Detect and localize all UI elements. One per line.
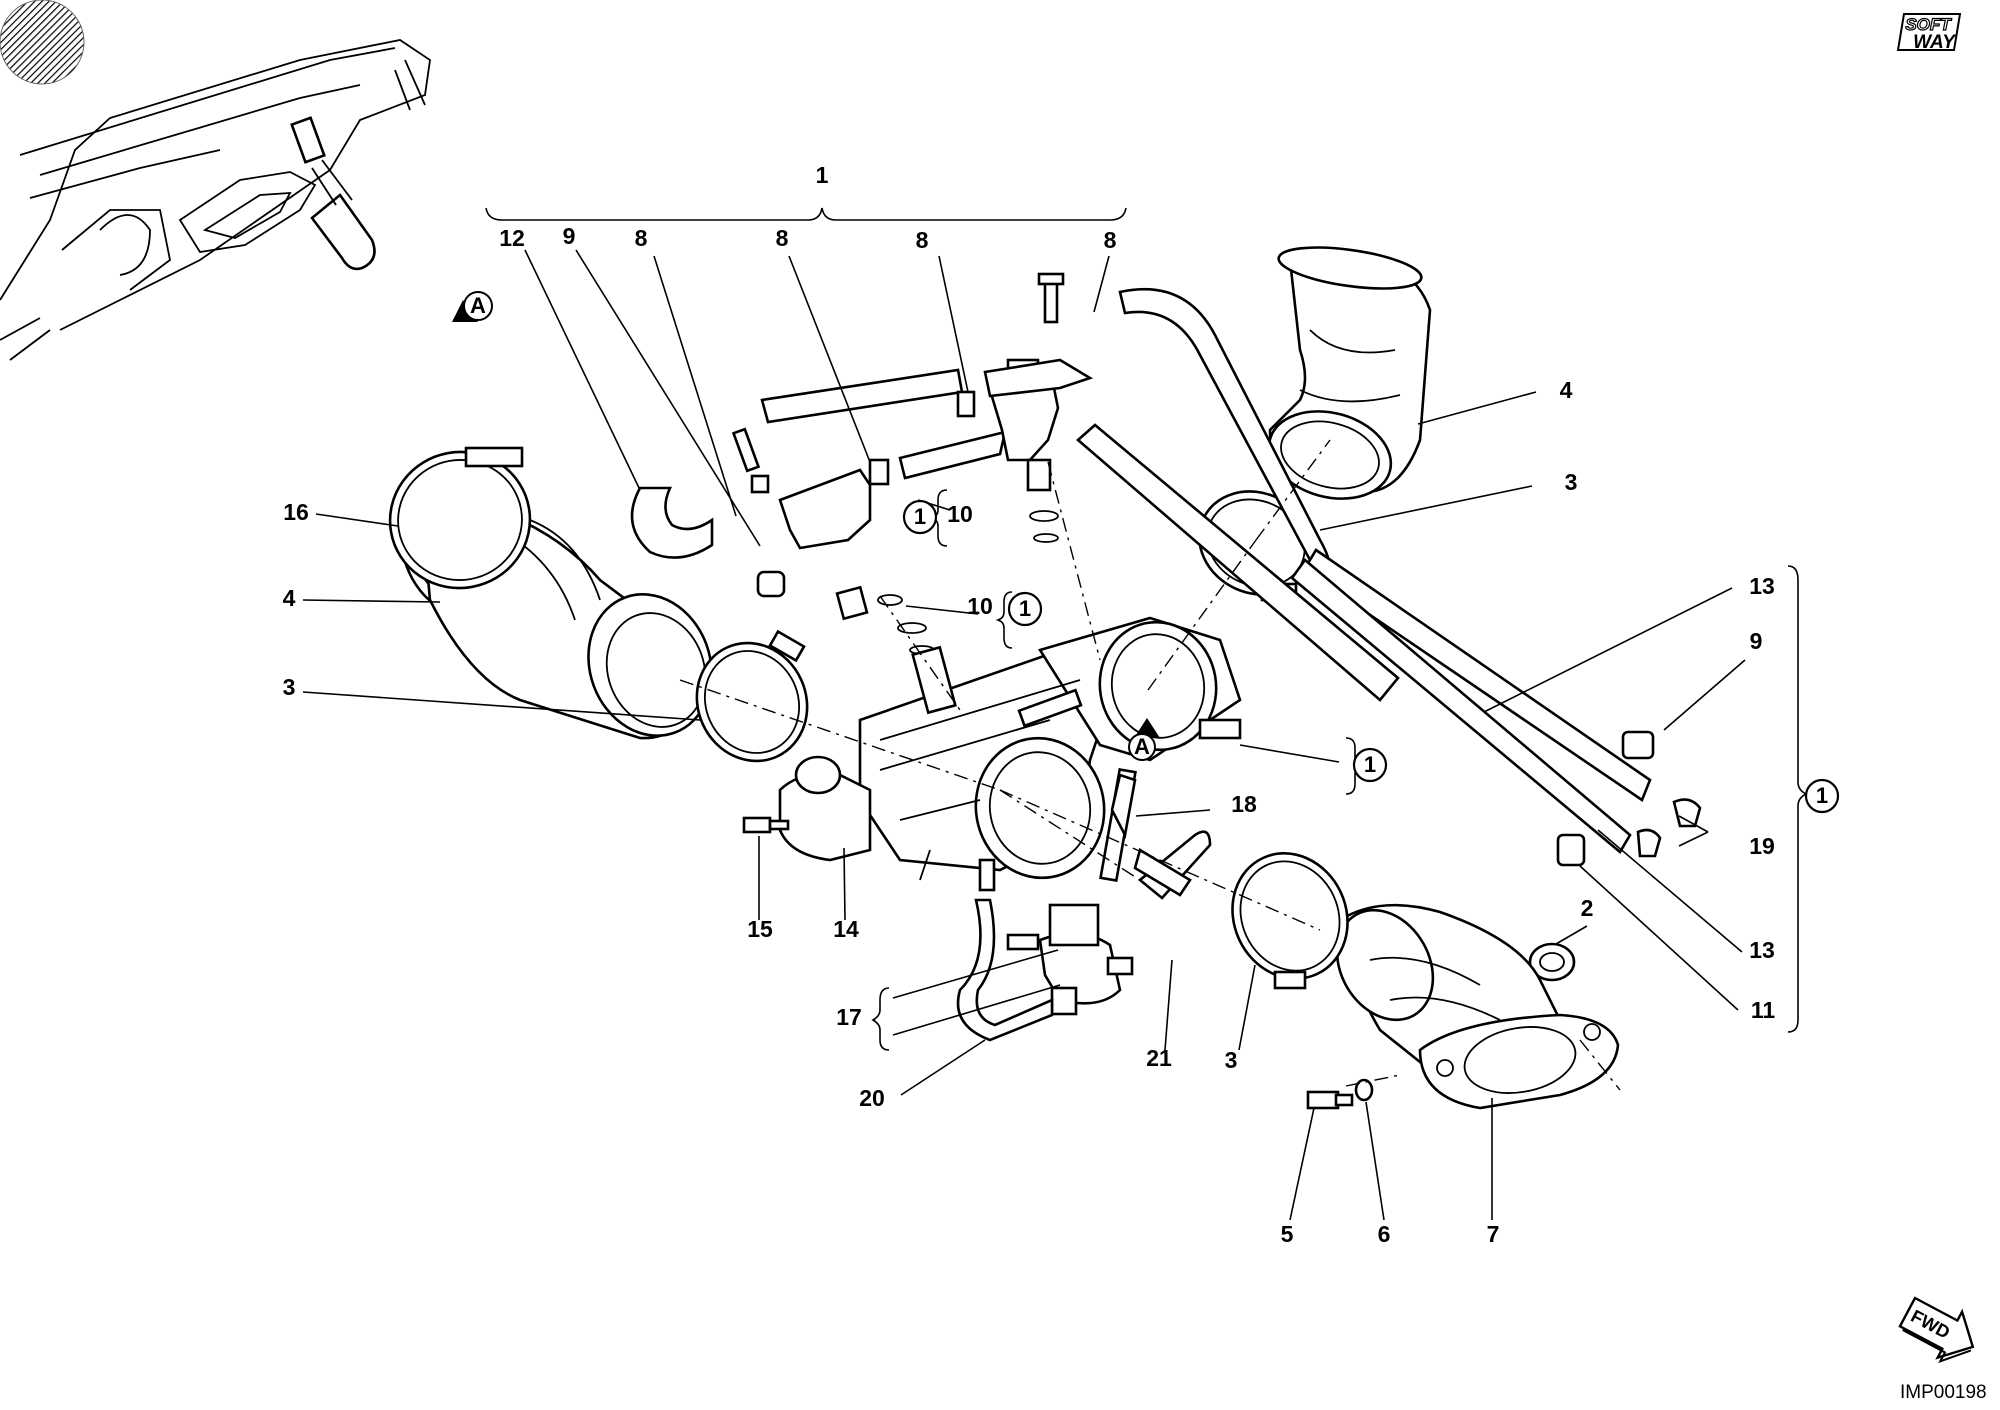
callout-8-c: 8 [916, 227, 929, 253]
callout-8-a: 8 [635, 225, 648, 251]
callout-3-bottom: 3 [1225, 1047, 1238, 1073]
left-clamp-3 [695, 629, 809, 763]
callout-6: 6 [1378, 1221, 1391, 1247]
callout-18: 18 [1231, 791, 1257, 817]
callout-21: 21 [1146, 1045, 1172, 1071]
callout-5: 5 [1281, 1221, 1294, 1247]
airbox-outline [0, 39, 431, 361]
callout-7: 7 [1487, 1221, 1500, 1247]
callout-3-left: 3 [283, 674, 296, 700]
center-lines [679, 439, 1621, 1091]
logo-text-bottom: WAY [1913, 32, 1957, 53]
callout-9-top: 9 [563, 223, 576, 249]
subassembly-marker-1-a: 1 [914, 504, 926, 529]
callout-13-top: 13 [1749, 573, 1775, 599]
callout-9-right: 9 [1750, 628, 1763, 654]
callout-8-b: 8 [776, 225, 789, 251]
flange-washer-6 [1354, 1078, 1374, 1102]
intake-flange [1335, 903, 1620, 1110]
callout-11: 11 [1751, 997, 1776, 1023]
callout-labels: 1 12 9 8 8 8 8 16 4 3 10 10 4 3 13 9 19 … [283, 162, 1776, 1247]
callout-14: 14 [833, 916, 859, 942]
logo-text-top: SOFT [1905, 15, 1952, 34]
view-marker-a-center-label: A [1134, 734, 1150, 759]
callout-15: 15 [747, 916, 773, 942]
leader-lines [302, 207, 1746, 1221]
callout-4-left: 4 [283, 585, 296, 611]
subassembly-markers: 1 1 1 1 [902, 499, 1840, 814]
callout-19: 19 [1749, 833, 1775, 859]
softway-logo: SOFT WAY [1896, 13, 1962, 53]
callout-4-right: 4 [1560, 377, 1573, 403]
right-intake-boot [1267, 246, 1432, 500]
callout-1: 1 [816, 162, 829, 188]
callout-10-lower: 10 [967, 593, 993, 619]
idle-actuator [1006, 903, 1134, 1016]
callout-8-d: 8 [1104, 227, 1117, 253]
callout-13-bottom: 13 [1749, 937, 1775, 963]
left-hose-clamp-16 [388, 446, 532, 590]
callout-10-upper: 10 [947, 501, 973, 527]
subassembly-marker-1-d: 1 [1816, 783, 1828, 808]
fuel-rail-assembly [630, 272, 1702, 982]
actuator-hoses [956, 773, 1212, 1042]
callout-20: 20 [859, 1085, 885, 1111]
throttle-body [778, 616, 1242, 892]
flange-clamp-3 [1231, 852, 1349, 990]
view-marker-a-center: A [1128, 718, 1160, 761]
callout-16: 16 [283, 499, 309, 525]
view-marker-a-top-label: A [470, 293, 486, 318]
airbox-nipple-hose [290, 116, 376, 271]
subassembly-marker-1-b: 1 [1019, 596, 1031, 621]
fwd-arrow-icon: FWD [1898, 1296, 1975, 1364]
view-marker-a-top: A [452, 291, 493, 322]
flange-screw-5 [1306, 1090, 1354, 1110]
callout-3-right: 3 [1565, 469, 1578, 495]
callout-2: 2 [1581, 895, 1594, 921]
callout-12: 12 [499, 225, 525, 251]
callout-17: 17 [836, 1004, 862, 1030]
throttle-screw-15 [742, 816, 790, 834]
corner-disc-icon [0, 0, 85, 85]
subassembly-marker-1-c: 1 [1364, 752, 1376, 777]
drawing-code: IMP00198 [1900, 1382, 1987, 1403]
